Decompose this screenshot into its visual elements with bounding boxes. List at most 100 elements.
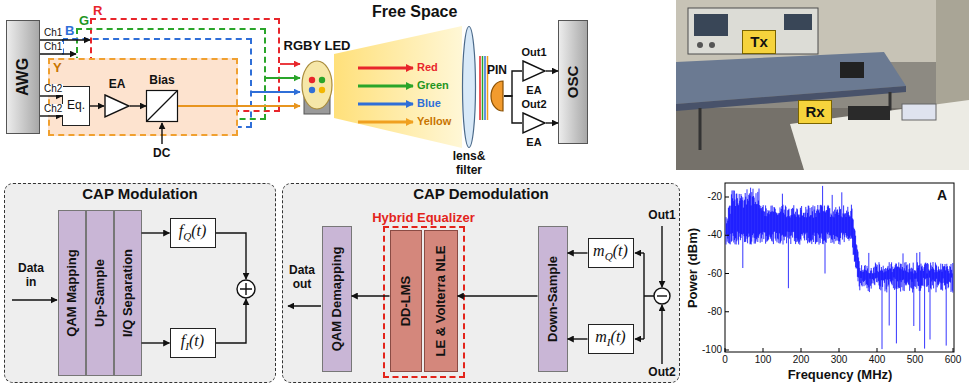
lab-photo [902, 104, 936, 120]
dsp-block: QAM Demapping [322, 226, 352, 372]
axis-title: Frequency (MHz) [788, 368, 893, 383]
panel-letter: A [937, 187, 947, 203]
text-part: (t) [613, 242, 628, 259]
signal-connector [40, 115, 62, 116]
photo-tag-label: Rx [805, 103, 824, 120]
text-subscript: I [185, 340, 189, 352]
filter-box-label: fI(t) [181, 332, 204, 353]
signal-connector [40, 95, 62, 96]
channel-group: YEq.EABias [48, 58, 238, 136]
subtractor-symbol [654, 288, 670, 304]
filter-box-label: fQ(t) [179, 222, 207, 243]
amplifier-symbol: EA [104, 94, 130, 118]
text-part: f [179, 222, 183, 239]
instrument-box-label: OSC [564, 66, 581, 99]
photo-tag: Tx [742, 30, 776, 54]
signal-connector [504, 71, 522, 96]
signal-connector [130, 105, 146, 106]
lab-photo [676, 0, 969, 170]
pin-outline [490, 80, 504, 112]
text-subscript: Q [183, 230, 191, 242]
text-part: m [593, 242, 605, 259]
channel-group-label: B [65, 24, 74, 39]
optical-filter [484, 56, 486, 120]
split-wire [644, 253, 654, 339]
filter-box: mQ(t) [588, 238, 634, 268]
signal-connector [458, 295, 538, 296]
equalizer-block-label: LE & Volterra NLE [433, 245, 448, 356]
supply-label: DC [153, 147, 170, 161]
signal-connector [546, 122, 558, 123]
photodiode-label: PIN [487, 64, 507, 78]
signal-connector [238, 105, 300, 107]
signal-name: Out2 [648, 366, 675, 380]
signal-connector [40, 53, 76, 54]
text-subscript: Q [605, 250, 613, 262]
spectrum-plot [725, 183, 954, 352]
channel-label: Ch1 [43, 28, 63, 39]
text-part: f [181, 332, 185, 349]
spectrum-trace [726, 186, 953, 349]
tick-label: -40 [708, 230, 722, 242]
input-arrow [661, 226, 662, 287]
beam-label: Blue [417, 97, 441, 110]
dsp-block: QAM Mapping [58, 210, 86, 376]
tick-label: 300 [831, 354, 848, 366]
bias-tee-label: Bias [149, 74, 174, 88]
text-part: (t) [611, 328, 626, 345]
signal-connector [568, 252, 588, 253]
dc-supply-arrow [161, 123, 162, 144]
channel-label: Ch1 [43, 42, 63, 53]
equalizer-box: Eq. [62, 86, 90, 126]
lab-photo [848, 106, 890, 120]
free-space-beam [358, 85, 413, 88]
axis-title: Power (dBm) [686, 228, 701, 308]
lens-filter: lens& filter [462, 26, 476, 148]
signal-connector [568, 338, 588, 339]
bias-tee: Bias [146, 90, 178, 122]
free-space-beam [334, 26, 462, 148]
dsp-panel-label: CAP Modulation [5, 186, 275, 203]
led-emitter-label: RGBY LED [284, 39, 351, 54]
tick-label: 500 [907, 354, 924, 366]
split-wire [635, 252, 644, 253]
signal-name: Out1 [521, 46, 546, 59]
lens-filter-label: lens& filter [446, 150, 492, 178]
lab-photo [676, 0, 969, 170]
equalizer-block: DD-LMS [390, 230, 422, 372]
dsp-block-label: Down-Sample [545, 256, 560, 342]
tick-label: -20 [708, 191, 722, 203]
amplifier-symbol-label: EA [109, 78, 126, 92]
signal-connector [142, 232, 170, 233]
text-subscript: I [607, 336, 611, 348]
instrument-box: AWG [6, 20, 40, 134]
signal-connector [252, 91, 300, 93]
lab-photo [784, 14, 812, 30]
signal-connector [504, 96, 522, 123]
lab-photo [936, 0, 969, 112]
bias-output-wire [178, 105, 238, 107]
photodiode: PIN [490, 80, 504, 112]
region-title: Free Space [372, 3, 457, 21]
dsp-panel-label: CAP Demodulation [283, 186, 679, 203]
tick-label: -100 [702, 344, 722, 356]
dsp-block: I/Q Separation [114, 210, 142, 376]
lab-photo [676, 0, 969, 62]
beam-label: Yellow [417, 115, 451, 128]
signal-connector [90, 105, 104, 106]
split-wire [635, 338, 644, 339]
dsp-block-label: I/Q Separation [120, 248, 135, 336]
tick-label: 600 [945, 354, 962, 366]
text-part: (t) [191, 222, 206, 239]
adder-symbol [237, 280, 255, 298]
lab-photo [709, 42, 715, 48]
io-label: Data out [285, 264, 319, 292]
equalizer-group-label: Hybrid Equalizer [372, 211, 475, 226]
optical-filter [479, 56, 481, 120]
beam-label: Red [417, 61, 438, 74]
tick-label: 200 [793, 354, 810, 366]
filter-box: fQ(t) [170, 218, 216, 248]
lens-outline [462, 26, 476, 148]
tick-label: 0 [722, 354, 728, 366]
